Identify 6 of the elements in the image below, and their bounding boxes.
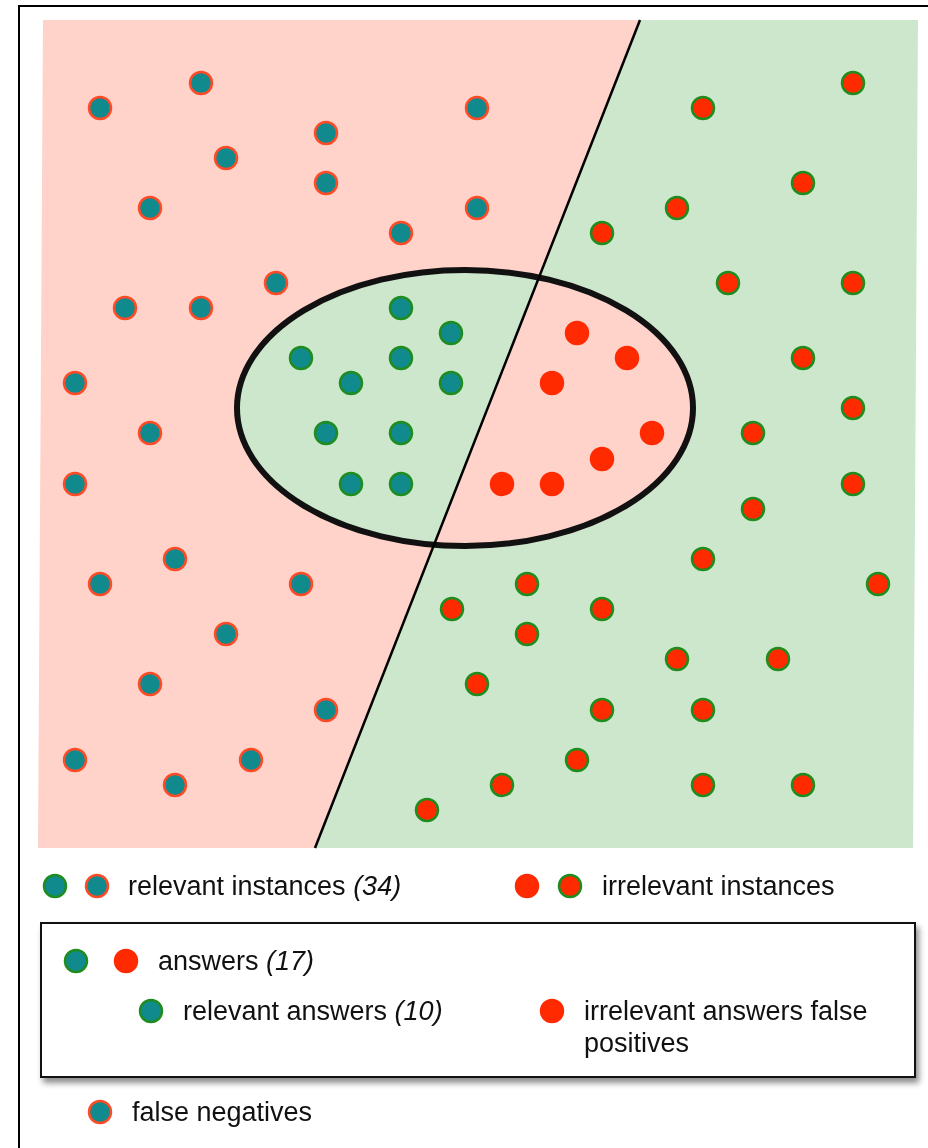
legend-text: irrelevant answers false positives bbox=[584, 995, 869, 1059]
legend-text: relevant answers (10) bbox=[183, 995, 443, 1027]
legend-text: answers (17) bbox=[158, 945, 315, 977]
legend-text: relevant instances (34) bbox=[128, 870, 402, 902]
legend-text: irrelevant instances bbox=[602, 870, 835, 902]
legend-text: false negatives bbox=[132, 1096, 313, 1128]
